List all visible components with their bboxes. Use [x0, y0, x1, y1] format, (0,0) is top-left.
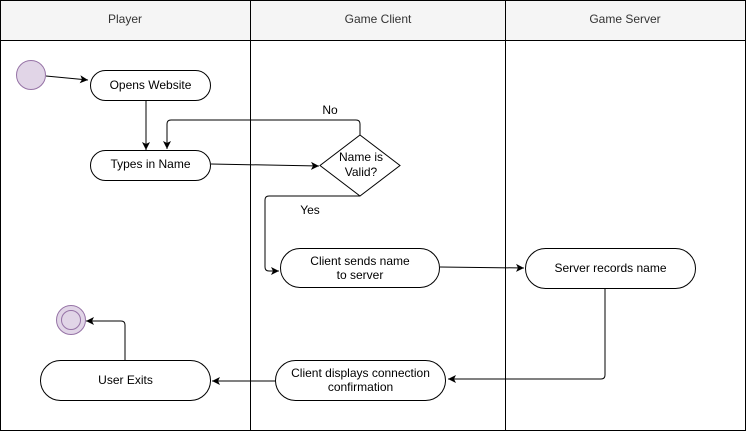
node-server-records-name: Server records name — [525, 248, 696, 289]
decision-name-valid-line-2: Valid? — [345, 165, 378, 179]
decision-name-valid: Name is Valid? — [319, 134, 401, 197]
end-node — [56, 305, 86, 335]
node-types-in-name: Types in Name — [90, 150, 211, 181]
edge-client-sends-to-server-records — [439, 263, 525, 272]
node-server-records-name-label: Server records name — [554, 261, 666, 275]
swimlane-header-bar — [0, 0, 746, 41]
start-node — [16, 60, 46, 90]
lane-label-game-client: Game Client — [345, 12, 412, 26]
node-opens-website: Opens Website — [90, 70, 211, 101]
node-client-displays-line-2: confirmation — [328, 380, 393, 394]
edge-decision-no-back — [163, 119, 361, 149]
node-client-displays-confirmation: Client displays connection confirmation — [275, 360, 446, 401]
node-client-sends-name: Client sends name to server — [280, 248, 440, 288]
node-client-displays-line-1: Client displays connection — [291, 366, 430, 380]
edge-user-exits-to-end — [86, 317, 126, 360]
edge-label-yes: Yes — [300, 203, 320, 217]
edge-decision-yes-to-client-sends — [264, 195, 360, 275]
lane-label-player: Player — [108, 12, 142, 26]
edge-types-name-to-decision — [210, 161, 320, 170]
edges — [45, 75, 606, 385]
lane-label-game-server: Game Server — [589, 12, 660, 26]
edge-server-records-to-client-displays — [448, 289, 606, 383]
node-user-exits-label: User Exits — [98, 373, 153, 387]
edge-label-no: No — [322, 103, 338, 117]
node-user-exits: User Exits — [40, 360, 211, 401]
node-types-in-name-label: Types in Name — [110, 157, 190, 171]
node-client-sends-name-line-2: to server — [337, 268, 384, 282]
decision-name-valid-line-1: Name is — [339, 150, 383, 164]
edge-start-to-opens-website — [45, 75, 89, 84]
node-opens-website-label: Opens Website — [110, 78, 192, 92]
node-client-sends-name-line-1: Client sends name — [310, 254, 410, 268]
